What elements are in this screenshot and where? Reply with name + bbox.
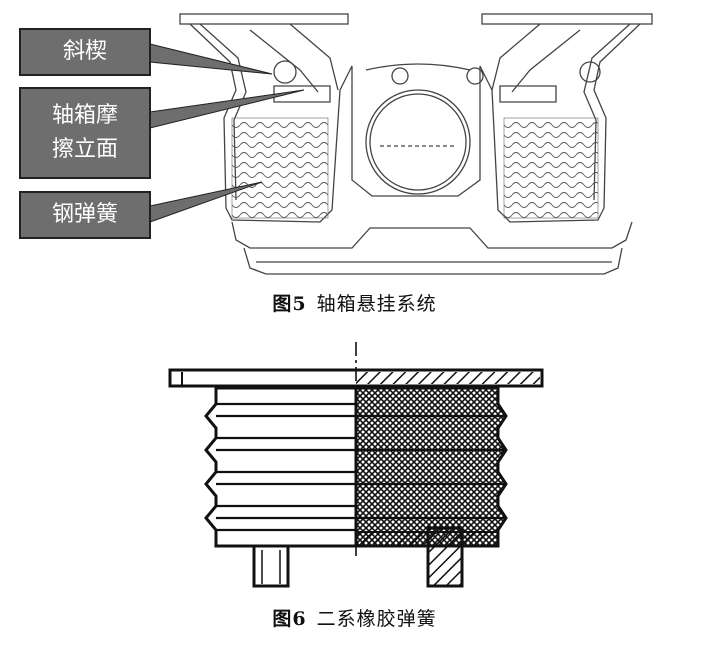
fig5-structure (179, 13, 653, 275)
figure5-number: 图5 (272, 293, 307, 315)
rubber-spring-drawing (168, 342, 544, 588)
figure6-number: 图6 (272, 608, 307, 630)
figure5-caption: 图5 轴箱悬挂系统 (0, 289, 709, 316)
figure6-title: 二系橡胶弹簧 (316, 608, 437, 630)
figure5-title: 轴箱悬挂系统 (316, 293, 437, 315)
figure6-caption: 图6 二系橡胶弹簧 (0, 604, 709, 631)
label-axlebox-friction-face: 轴箱摩 擦立面 (19, 87, 151, 179)
right-spring-coil (503, 117, 599, 219)
label-steel-spring: 钢弹簧 (19, 191, 151, 239)
left-spring-coil (231, 117, 329, 219)
label-axlebox-friction-line1: 轴箱摩 (51, 103, 118, 128)
label-axlebox-friction-line2: 擦立面 (51, 137, 118, 162)
label-wedge: 斜楔 (19, 28, 151, 76)
